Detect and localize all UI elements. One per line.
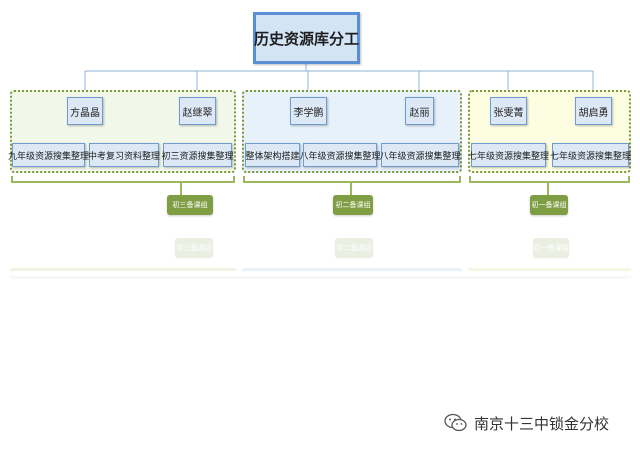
- task-node-grade7-b[interactable]: 七年级资源搜集整理: [550, 143, 631, 167]
- person-node-zhao-li[interactable]: 赵丽: [405, 97, 434, 125]
- task-node-grade7-a[interactable]: 七年级资源搜集整理: [468, 143, 549, 167]
- wechat-icon: [444, 413, 468, 433]
- person-node-zhao-cui[interactable]: 赵继翠: [179, 97, 216, 125]
- person-node-fang[interactable]: 方晶晶: [67, 97, 103, 125]
- task-node-grade9[interactable]: 九年级资源搜集整理: [8, 143, 89, 167]
- group-label-chu3[interactable]: 初三备课组: [167, 195, 213, 215]
- task-node-chu3[interactable]: 初三资源搜集整理: [162, 143, 234, 167]
- footer-watermark: 南京十三中锁金分校: [444, 412, 609, 434]
- task-node-exam-review[interactable]: 中考复习资料整理: [88, 143, 160, 167]
- person-node-li[interactable]: 李学鹏: [290, 97, 327, 125]
- root-title-node[interactable]: 历史资源库分工: [253, 12, 360, 64]
- person-node-zhang[interactable]: 张雯菁: [490, 97, 527, 125]
- task-node-grade8-a[interactable]: 八年级资源搜集整理: [300, 143, 381, 167]
- group-label-chu1[interactable]: 初一备课组: [530, 195, 568, 215]
- task-node-architecture[interactable]: 整体架构搭建: [245, 143, 300, 167]
- task-node-grade8-b[interactable]: 八年级资源搜集整理: [380, 143, 461, 167]
- group-label-chu2[interactable]: 初二备课组: [333, 195, 373, 215]
- person-node-hu[interactable]: 胡启勇: [575, 97, 612, 125]
- footer-brand-text: 南京十三中锁金分校: [474, 414, 610, 433]
